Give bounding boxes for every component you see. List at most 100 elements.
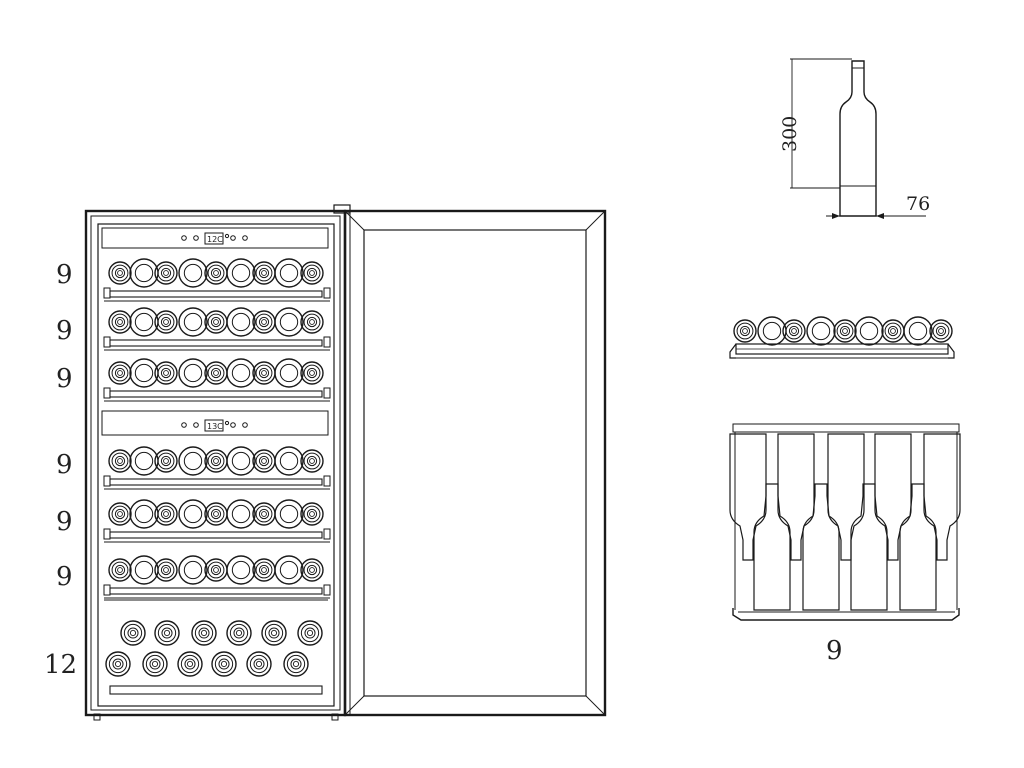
bottom-drawer — [104, 599, 328, 695]
shelf-bracket — [103, 287, 111, 299]
drawer-rail — [109, 685, 323, 695]
bottle-shelves — [103, 258, 331, 695]
bottle-neck — [261, 620, 287, 646]
shelf-rail — [109, 390, 323, 398]
shelf-rail — [109, 531, 323, 539]
bottle-neck — [300, 558, 324, 582]
bottle-neck — [108, 558, 132, 582]
bottle-neck — [108, 502, 132, 526]
bottle-neck — [105, 651, 131, 677]
temperature-display-upper — [204, 232, 224, 245]
bottle-base — [757, 316, 787, 346]
bottle-base — [903, 316, 933, 346]
shelf-row — [103, 446, 331, 490]
bottle-base — [274, 555, 304, 585]
bottle-neck — [204, 502, 228, 526]
shelf-row — [103, 258, 331, 302]
bottle-base — [178, 358, 208, 388]
bottle-neck — [154, 558, 178, 582]
bottle-base — [274, 307, 304, 337]
bottle-neck — [204, 558, 228, 582]
shelf-1-count: 9 — [56, 260, 73, 290]
shelf-5-count: 9 — [56, 507, 73, 537]
bottle-neck — [300, 361, 324, 385]
bottle-neck — [108, 261, 132, 285]
bottle-neck — [300, 261, 324, 285]
shelf-bracket — [103, 336, 111, 348]
bottle-neck — [252, 261, 276, 285]
bottle-neck — [300, 310, 324, 334]
bottle-neck — [204, 449, 228, 473]
shelf-bracket — [323, 336, 331, 348]
bottle-base — [178, 555, 208, 585]
bottle-base — [226, 499, 256, 529]
shelf-bracket — [103, 387, 111, 399]
bottle-base — [854, 316, 884, 346]
control-panel-upper: 12C — [101, 227, 329, 249]
bottle-neck — [108, 449, 132, 473]
bottle-neck — [733, 319, 757, 343]
bottle-base — [129, 555, 159, 585]
shelf-bracket — [323, 528, 331, 540]
bottle-neck — [154, 310, 178, 334]
bottle-neck — [246, 651, 272, 677]
side-bottle — [729, 433, 767, 561]
shelf-row — [103, 499, 331, 543]
bottle-base — [129, 499, 159, 529]
bottle-base — [274, 258, 304, 288]
bottle-neck — [226, 620, 252, 646]
shelf-4-count: 9 — [56, 450, 73, 480]
shelf-bracket — [323, 287, 331, 299]
side-bottle — [899, 483, 937, 611]
shelf-rail — [109, 587, 323, 595]
shelf-7-count: 12 — [44, 650, 78, 680]
bottle-base — [129, 446, 159, 476]
side-bottle — [777, 433, 815, 561]
bottle-neck — [300, 502, 324, 526]
bottle-neck — [142, 651, 168, 677]
bottle-neck — [154, 261, 178, 285]
open-door — [343, 209, 607, 717]
shelf-side-detail — [729, 423, 961, 621]
bottle-neck — [297, 620, 323, 646]
bottle-neck — [252, 502, 276, 526]
bottle-base — [178, 446, 208, 476]
bottle-neck — [204, 310, 228, 334]
bottle-base — [226, 446, 256, 476]
bottle-neck — [833, 319, 857, 343]
bottle-base — [178, 258, 208, 288]
bottle-base — [129, 258, 159, 288]
bottle-neck — [782, 319, 806, 343]
bottle-base — [226, 555, 256, 585]
bottle-base — [129, 358, 159, 388]
bottle-base — [226, 258, 256, 288]
bottle-neck — [154, 361, 178, 385]
temperature-display-lower — [204, 419, 224, 432]
bottle-neck — [120, 620, 146, 646]
shelf-2-count: 9 — [56, 316, 73, 346]
bottle-base — [274, 499, 304, 529]
shelf-bracket — [323, 387, 331, 399]
bottle-base — [226, 358, 256, 388]
control-panel-lower: 13C — [101, 410, 329, 436]
bottle-neck — [211, 651, 237, 677]
bottle-neck — [154, 620, 180, 646]
bottle-base — [274, 446, 304, 476]
bottle-base — [178, 307, 208, 337]
shelf-row — [103, 358, 331, 402]
temperature-readout-lower: 13C — [207, 422, 223, 431]
bottle-neck — [252, 310, 276, 334]
bottle-base — [129, 307, 159, 337]
bottle-neck — [191, 620, 217, 646]
bottle-neck — [283, 651, 309, 677]
bottle-height-label: 300 — [779, 116, 801, 152]
bottle-neck — [881, 319, 905, 343]
shelf-rail — [109, 478, 323, 486]
shelf-detail-count: 9 — [826, 636, 843, 666]
bottle-base — [178, 499, 208, 529]
shelf-row — [103, 555, 331, 599]
side-bottle — [874, 433, 912, 561]
shelf-bracket — [103, 584, 111, 596]
bottle-neck — [108, 361, 132, 385]
